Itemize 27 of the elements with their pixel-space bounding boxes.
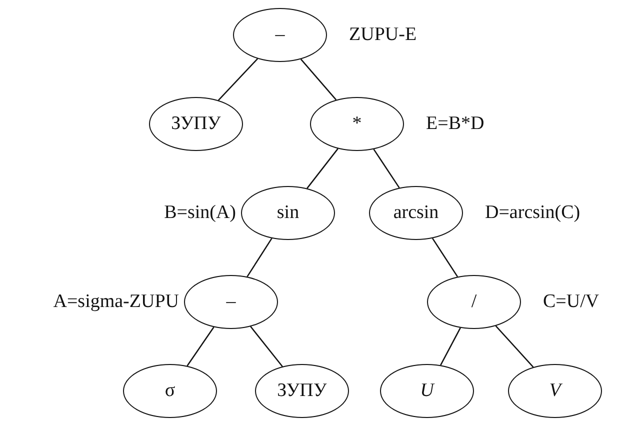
node-label: sin (276, 202, 300, 224)
node-label: V (549, 380, 561, 402)
tree-edge (440, 328, 461, 366)
node-label: σ (164, 380, 176, 402)
node-annotation: D=arcsin(C) (485, 202, 580, 224)
tree-edge (432, 238, 458, 278)
node-label: U (420, 380, 434, 402)
tree-edge (186, 326, 214, 366)
node-label: – (226, 291, 236, 313)
node-annotation: A=sigma-ZUPU (53, 291, 179, 313)
node-label: arcsin (393, 202, 439, 224)
tree-edge (306, 148, 338, 189)
node-annotation: B=sin(A) (164, 202, 236, 224)
node-annotation: ZUPU-E (349, 24, 417, 46)
node-label: ЗУПУ (277, 380, 327, 402)
node-label: * (352, 113, 362, 135)
tree-edge (495, 325, 534, 368)
tree-edge (373, 148, 400, 188)
tree-edge (300, 58, 337, 100)
tree-edge (246, 238, 272, 278)
tree-edge (250, 326, 283, 367)
node-annotation: C=U/V (543, 291, 600, 313)
node-label: / (471, 291, 477, 313)
tree-edge (218, 58, 258, 101)
node-annotation: E=B*D (426, 113, 484, 135)
node-label: ЗУПУ (171, 113, 221, 135)
node-label: – (275, 24, 285, 46)
